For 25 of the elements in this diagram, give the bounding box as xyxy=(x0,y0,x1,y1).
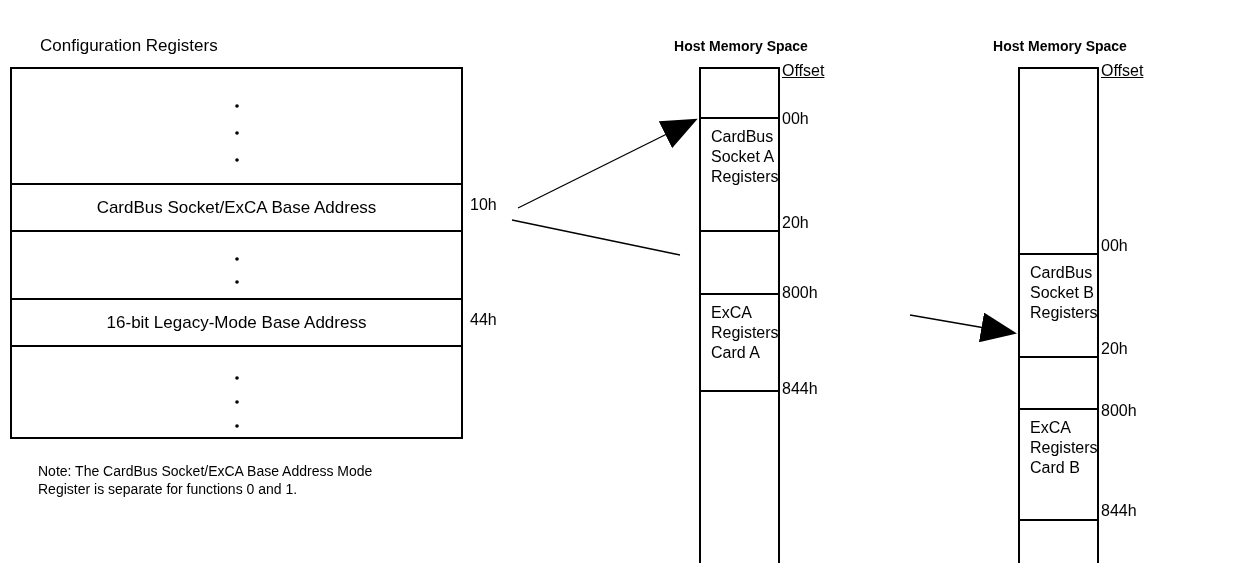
offset-label: 20h xyxy=(1101,340,1128,358)
connector-line xyxy=(511,219,681,256)
offset-heading: Offset xyxy=(782,62,825,80)
offset-label: 844h xyxy=(782,380,818,398)
column-heading: Host Memory Space xyxy=(673,38,809,55)
offset-label: 00h xyxy=(1101,237,1128,255)
table-title: Configuration Registers xyxy=(40,36,218,56)
register-block: ExCA Registers Card B xyxy=(1018,408,1097,521)
offset-label: 844h xyxy=(1101,502,1137,520)
offset-label: 800h xyxy=(782,284,818,302)
arrow xyxy=(909,312,1017,343)
arrow xyxy=(517,118,698,209)
offset-label: 44h xyxy=(470,310,497,329)
offset-heading: Offset xyxy=(1101,62,1144,80)
register-block: CardBus Socket B Registers xyxy=(1018,253,1097,358)
offset-label: 00h xyxy=(782,110,809,128)
register-row: CardBus Socket/ExCA Base Address xyxy=(12,183,461,232)
offset-label: 20h xyxy=(782,214,809,232)
column-heading: Host Memory Space xyxy=(992,38,1128,55)
note-text: Note: The CardBus Socket/ExCA Base Address Mode Register is separate for functions 0 and 1. xyxy=(38,462,374,498)
register-block: CardBus Socket A Registers xyxy=(699,117,778,232)
offset-label: 10h xyxy=(470,195,497,214)
register-block: ExCA Registers Card A xyxy=(699,293,778,392)
register-row: 16-bit Legacy-Mode Base Address xyxy=(12,298,461,347)
offset-label: 800h xyxy=(1101,402,1137,420)
